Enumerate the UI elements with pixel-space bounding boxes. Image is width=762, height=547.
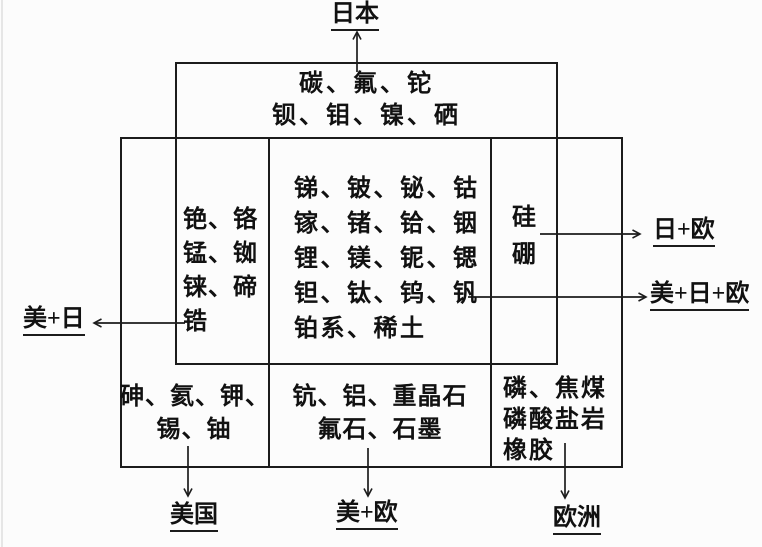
label-us-japan: 美+日 [23, 306, 85, 336]
divider-left [268, 137, 270, 468]
element-line: 镓、锗、铪、铟 [294, 211, 480, 237]
element-line: 氟石、石墨 [317, 417, 443, 443]
element-line: 锑、铍、铋、钴 [294, 176, 480, 202]
element-line: 锡、铀 [156, 417, 232, 443]
element-line: 铂系、稀土 [294, 316, 427, 342]
element-line: 锆 [183, 309, 208, 335]
label-japan-eu: 日+欧 [653, 217, 715, 247]
region-eu-only: 磷、焦煤 磷酸盐岩 橡胶 [503, 374, 607, 467]
element-line: 橡胶 [503, 438, 555, 464]
region-japan-only: 碳、氟、铊 钡、钼、镍、硒 [175, 68, 558, 132]
label-us: 美国 [170, 502, 218, 532]
element-line: 锰、铷 [183, 241, 258, 267]
label-us-eu: 美+欧 [336, 500, 398, 530]
outer-us-europe-box [120, 137, 623, 468]
region-us-eu: 钪、铝、重晶石 氟石、石墨 [270, 381, 490, 447]
element-line: 磷、焦煤 [503, 376, 607, 402]
region-us-japan-eu: 锑、铍、铋、钴 镓、锗、铪、铟 锂、镁、铌、锶 钽、钛、钨、钒 铂系、稀土 [294, 172, 480, 347]
element-line: 钽、钛、钨、钒 [294, 281, 480, 307]
element-line: 钡、钼、镍、硒 [272, 103, 461, 129]
japan-box [175, 62, 558, 365]
element-line: 硅 [512, 205, 536, 231]
element-line: 钪、铝、重晶石 [292, 384, 468, 410]
label-eu: 欧洲 [553, 505, 601, 535]
label-japan: 日本 [331, 1, 379, 31]
region-us-only: 砷、氦、钾、 锡、铀 [120, 381, 270, 447]
element-line: 碳、氟、铊 [299, 71, 434, 97]
element-line: 铯、铬 [183, 207, 258, 233]
element-line: 硼 [512, 242, 536, 268]
region-us-japan: 铯、铬 锰、铷 铼、碲 锆 [183, 203, 266, 339]
element-line: 锂、镁、铌、锶 [294, 246, 480, 272]
element-line: 铼、碲 [183, 275, 258, 301]
element-line: 磷酸盐岩 [503, 407, 607, 433]
label-us-japan-eu: 美+日+欧 [650, 281, 750, 311]
region-japan-eu: 硅 硼 [490, 200, 558, 274]
element-line: 砷、氦、钾、 [120, 384, 270, 410]
divider-right [490, 137, 492, 468]
screen-left-edge [1, 0, 3, 547]
